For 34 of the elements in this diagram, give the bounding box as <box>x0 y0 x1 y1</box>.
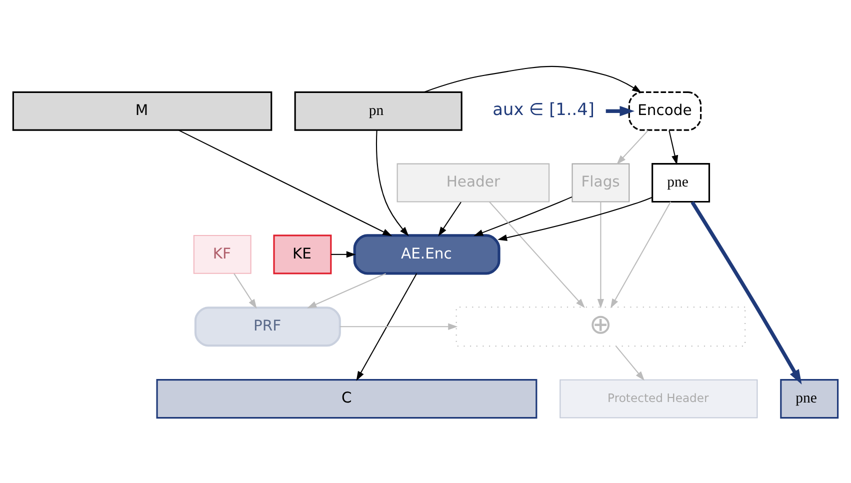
arrow <box>690 200 802 384</box>
arrow <box>474 196 572 236</box>
arrow <box>178 129 392 236</box>
node-box: pn <box>294 90 462 130</box>
arrow <box>424 65 642 92</box>
node-box: M <box>12 90 272 130</box>
node-box: PRF <box>194 306 341 346</box>
arrow <box>376 130 409 236</box>
node-box: Header <box>396 162 550 202</box>
node-box: KF <box>193 234 252 274</box>
node-box: pne <box>652 162 710 202</box>
node-box: Flags <box>572 162 630 202</box>
arrow <box>616 346 644 380</box>
node-box: C <box>156 378 538 418</box>
arrow <box>356 272 418 380</box>
node-box: KE <box>273 234 332 274</box>
arrow <box>331 250 356 258</box>
arrow <box>488 200 585 308</box>
node-text: aux ∈ [1..4] <box>492 98 594 119</box>
arrow <box>610 201 672 308</box>
arrow <box>340 322 458 330</box>
arrow <box>307 272 386 308</box>
arrow <box>668 130 678 164</box>
node-box: ⊕ <box>456 306 746 346</box>
node-box: pne <box>780 378 839 418</box>
node-box: Encode <box>628 90 702 130</box>
arrow <box>498 196 652 240</box>
node-box: AE.Enc <box>353 234 500 274</box>
arrow <box>606 105 635 116</box>
arrow <box>438 201 462 236</box>
arrow <box>597 201 604 308</box>
node-box: Protected Header <box>560 378 758 418</box>
arrow <box>234 272 257 308</box>
arrow <box>616 130 648 164</box>
